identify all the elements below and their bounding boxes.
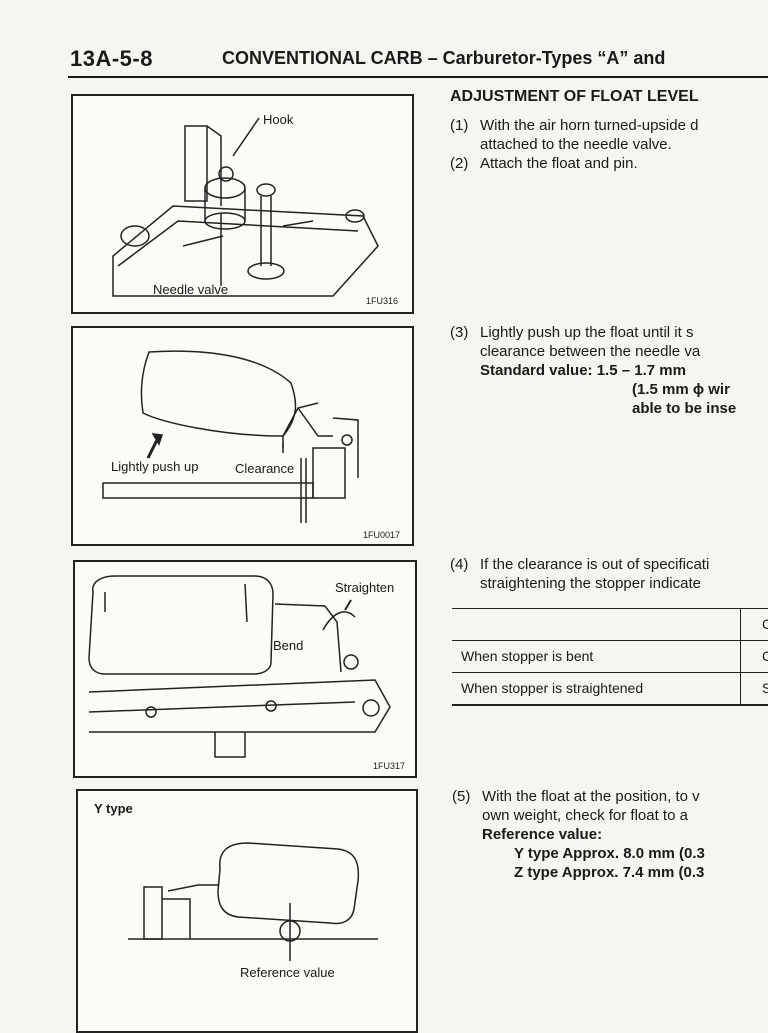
table-header-cell: C — [762, 616, 768, 632]
figure-code: 1FU316 — [366, 296, 399, 306]
figure-needle-valve: Hook Needle valve 1FU316 — [71, 94, 414, 314]
figure-y-type: Y type Reference value — [76, 789, 418, 1033]
standard-value: Standard value: 1.5 – 1.7 mm — [480, 362, 686, 379]
table-cell: When stopper is bent — [461, 648, 594, 664]
standard-note: (1.5 mm ϕ wir — [632, 381, 730, 398]
step-text: own weight, check for float to a — [482, 807, 688, 824]
page-title: CONVENTIONAL CARB – Carburetor-Types “A”… — [222, 48, 666, 68]
step-text: straightening the stopper indicate — [480, 575, 701, 592]
step-4: (4) If the clearance is out of specificat… — [450, 555, 709, 593]
stopper-illustration — [88, 575, 391, 758]
step-text: If the clearance is out of specificati — [480, 556, 710, 573]
step-number: (1) — [450, 117, 469, 134]
clearance-illustration — [102, 350, 359, 523]
table-divider — [740, 608, 741, 704]
standard-note: able to be inse — [632, 400, 737, 417]
y-type-reference: Y type Approx. 8.0 mm (0.3 — [514, 845, 705, 862]
step-3: (3)Lightly push up the float until it s … — [450, 323, 736, 418]
needle-valve-illustration — [112, 117, 379, 297]
step-number: (4) — [450, 556, 469, 573]
needle-valve-label: Needle valve — [153, 282, 229, 297]
figure-stopper: Straighten Bend 1FU317 — [73, 560, 417, 778]
step-text: With the float at the position, to v — [482, 788, 700, 805]
step-text: clearance between the needle va — [480, 343, 701, 360]
table-rule — [452, 640, 768, 641]
step-text: With the air horn turned-upside d — [480, 117, 699, 134]
step-text: attached to the needle valve. — [480, 136, 672, 153]
hook-label: Hook — [263, 112, 294, 127]
header-rule — [68, 76, 768, 78]
straighten-label: Straighten — [335, 580, 395, 595]
table-cell: When stopper is straightened — [461, 680, 644, 696]
step-number: (5) — [452, 788, 471, 805]
step-text: Attach the float and pin. — [480, 155, 638, 172]
step-2: (2) Attach the float and pin. — [450, 154, 638, 173]
table-rule — [452, 608, 768, 609]
table-rule — [452, 672, 768, 673]
step-number: (2) — [450, 155, 469, 172]
table-cell: C — [762, 648, 768, 664]
bend-label: Bend — [273, 638, 304, 653]
step-text: Lightly push up the float until it s — [480, 324, 694, 341]
figure-clearance: Lightly push up Clearance 1FU0017 — [71, 326, 414, 546]
y-type-title: Y type — [94, 801, 133, 816]
figure-code: 1FU0017 — [363, 530, 401, 540]
table-rule — [452, 704, 768, 706]
step-5: (5)With the float at the position, to v … — [452, 787, 705, 882]
z-type-reference: Z type Approx. 7.4 mm (0.3 — [514, 864, 705, 881]
clearance-label: Clearance — [235, 461, 295, 476]
page-number: 13A-5-8 — [70, 46, 153, 71]
push-up-label: Lightly push up — [111, 459, 199, 474]
section-heading: ADJUSTMENT OF FLOAT LEVEL — [450, 88, 699, 105]
reference-value-label: Reference value — [240, 965, 335, 980]
figure-code: 1FU317 — [373, 761, 406, 771]
step-number: (3) — [450, 324, 469, 341]
table-cell: S — [762, 680, 768, 696]
reference-value-heading: Reference value: — [482, 826, 603, 843]
step-1: (1) With the air horn turned-upside d att… — [450, 116, 698, 154]
y-type-illustration — [128, 842, 378, 961]
